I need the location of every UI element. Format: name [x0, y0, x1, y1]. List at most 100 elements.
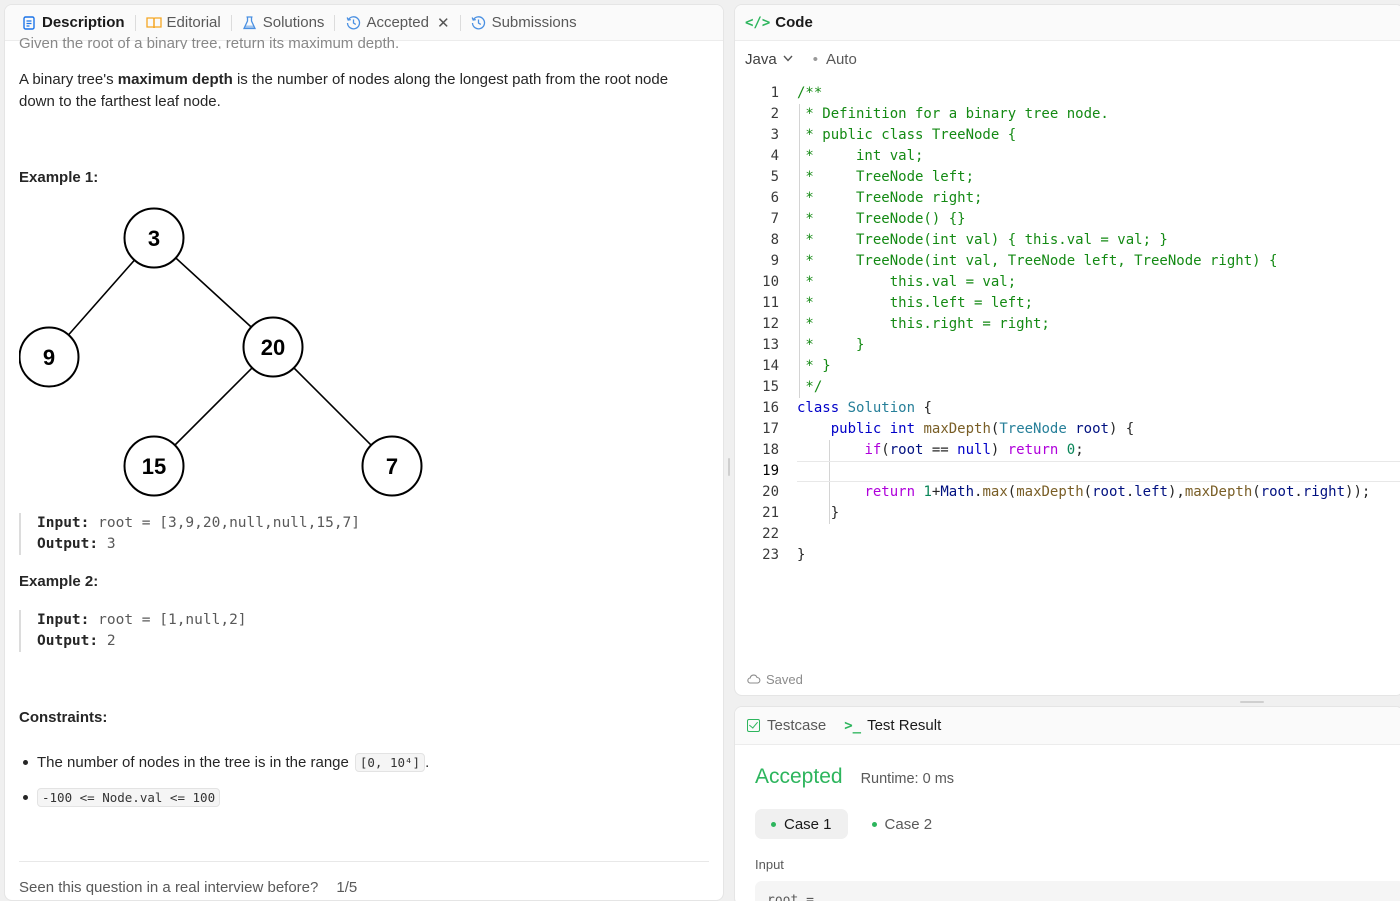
line-number: 2	[770, 106, 779, 122]
tab-description[interactable]: Description	[15, 5, 131, 41]
code-line: 20 return 1+Math.max(maxDepth(root.left)…	[735, 482, 1400, 503]
code-line: 17 public int maxDepth(TreeNode root) {	[735, 419, 1400, 440]
current-line-highlight	[797, 461, 1400, 482]
line-text: * TreeNode left;	[797, 169, 975, 185]
result-summary: Accepted Runtime: 0 ms	[755, 765, 954, 789]
line-number: 8	[770, 232, 779, 248]
flask-icon	[242, 15, 258, 31]
description-icon	[21, 15, 37, 31]
input-value-box: root =	[755, 881, 1400, 901]
line-number: 22	[762, 526, 779, 542]
line-number: 11	[762, 295, 779, 311]
tab-solutions[interactable]: Solutions	[236, 5, 331, 41]
output-value: 2	[106, 633, 116, 649]
para-bold: maximum depth	[117, 71, 233, 88]
indent-guide	[829, 440, 830, 524]
tab-divider	[230, 14, 232, 31]
line-text: * TreeNode right;	[797, 190, 983, 206]
saved-label: Saved	[766, 672, 803, 687]
tab-accepted-label: Accepted	[366, 14, 429, 31]
history-icon	[345, 15, 361, 31]
auto-mode-toggle[interactable]: Auto	[813, 51, 857, 68]
pass-dot-icon	[771, 821, 776, 827]
line-text: * this.right = right;	[797, 316, 1050, 332]
line-text: public int maxDepth(TreeNode root) {	[830, 421, 1135, 437]
case-tab-1[interactable]: Case 1	[755, 809, 848, 839]
input-value: root =	[767, 893, 814, 901]
line-number: 4	[770, 148, 779, 164]
tab-divider	[459, 14, 461, 31]
line-text: * TreeNode(int val, TreeNode left, TreeN…	[797, 253, 1278, 269]
tab-description-label: Description	[42, 14, 125, 31]
vertical-resize-handle[interactable]	[728, 458, 730, 476]
chevron-down-icon[interactable]	[783, 53, 793, 65]
tab-editorial[interactable]: Editorial	[140, 5, 227, 41]
language-select[interactable]: Java	[745, 50, 777, 68]
code-line-current: 19	[735, 461, 1400, 482]
code-line: 10 * this.val = val;	[735, 272, 1400, 293]
tab-accepted[interactable]: Accepted ✕	[339, 5, 455, 41]
line-text: class Solution {	[797, 400, 932, 416]
line-text: * }	[797, 358, 831, 374]
line-number: 15	[762, 379, 779, 395]
tree-node-label: 9	[43, 345, 55, 370]
terminal-icon: >_	[844, 717, 862, 734]
code-icon: </>	[745, 14, 771, 31]
line-text: if(root == null) return 0;	[864, 442, 1084, 458]
input-value: root = [1,null,2]	[98, 612, 247, 628]
scrolled-text-line: Given the root of a binary tree, return …	[19, 35, 400, 49]
problem-panel: Description Editorial Solutions	[4, 4, 724, 901]
line-text: /**	[797, 85, 823, 101]
code-line: 4 * int val;	[735, 146, 1400, 167]
tab-test-result-label: Test Result	[867, 717, 942, 734]
constraint-code: [0, 10⁴]	[354, 753, 426, 772]
line-number: 5	[770, 169, 779, 185]
code-line: 18 if(root == null) return 0;	[735, 440, 1400, 461]
tree-node: 3	[123, 207, 185, 269]
code-line: 22	[735, 524, 1400, 545]
constraint-item: The number of nodes in the tree is in th…	[19, 745, 699, 780]
example2-io: Input: root = [1,null,2] Output: 2	[19, 610, 247, 652]
case-tab-2[interactable]: Case 2	[856, 809, 949, 839]
case-label: Case 2	[884, 815, 933, 833]
tab-test-result[interactable]: >_ Test Result	[844, 717, 941, 734]
tab-editorial-label: Editorial	[166, 14, 221, 31]
horizontal-resize-handle[interactable]	[1240, 701, 1264, 703]
code-line: 7 * TreeNode() {}	[735, 209, 1400, 230]
line-text: */	[797, 379, 823, 395]
code-line: 12 * this.right = right;	[735, 314, 1400, 335]
pass-dot-icon	[871, 821, 877, 827]
line-number: 12	[762, 316, 779, 332]
result-tabbar: Testcase >_ Test Result	[735, 707, 1400, 745]
tab-testcase[interactable]: Testcase	[747, 717, 826, 734]
line-text: * Definition for a binary tree node.	[797, 106, 1109, 122]
tab-submissions-label: Submissions	[491, 14, 577, 31]
example2-title: Example 2:	[19, 573, 99, 590]
line-number: 20	[762, 484, 779, 500]
close-icon[interactable]: ✕	[436, 14, 450, 32]
input-label: Input:	[37, 612, 90, 628]
tab-submissions[interactable]: Submissions	[465, 5, 583, 41]
line-number: 10	[762, 274, 779, 290]
example1-input-line: Input: root = [3,9,20,null,null,15,7]	[37, 513, 360, 534]
problem-tabbar: Description Editorial Solutions	[5, 5, 723, 41]
line-text: * TreeNode(int val) { this.val = val; }	[797, 232, 1168, 248]
output-label: Output:	[37, 633, 99, 649]
constraint-text: The number of nodes in the tree is in th…	[37, 754, 349, 771]
editor-toolbar: Java Auto	[735, 41, 1400, 77]
tab-divider	[134, 14, 136, 31]
output-value: 3	[106, 536, 116, 552]
code-line: 11 * this.left = left;	[735, 293, 1400, 314]
code-line: 8 * TreeNode(int val) { this.val = val; …	[735, 230, 1400, 251]
indent-guide	[799, 104, 800, 398]
code-editor[interactable]: 1/** 2 * Definition for a binary tree no…	[735, 83, 1400, 566]
tree-node: 9	[19, 326, 80, 388]
example1-output-line: Output: 3	[37, 534, 360, 555]
code-line: 9 * TreeNode(int val, TreeNode left, Tre…	[735, 251, 1400, 272]
tab-divider	[334, 14, 336, 31]
runtime-label: Runtime: 0 ms	[860, 771, 955, 787]
input-heading: Input	[755, 857, 784, 872]
line-text: * this.val = val;	[797, 274, 1017, 290]
